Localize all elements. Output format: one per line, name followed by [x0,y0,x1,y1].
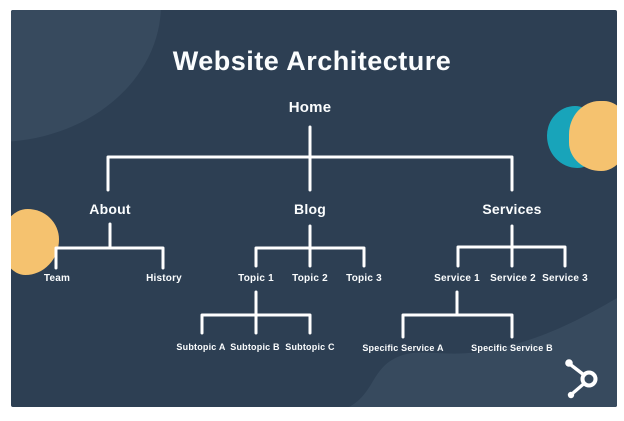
node-about: About [89,201,131,217]
decorative-blob-yellow-right [569,101,617,171]
node-topic-1: Topic 1 [238,273,274,284]
node-specific-service-b: Specific Service B [471,343,553,353]
page-title: Website Architecture [172,46,452,76]
diagram-canvas: Website Architecture Home About Blog Ser… [11,10,617,407]
node-subtopic-a: Subtopic A [176,342,226,352]
node-topic-3: Topic 3 [346,273,382,284]
tree-connector-lines [54,125,567,339]
node-specific-service-a: Specific Service A [362,343,444,353]
node-subtopic-c: Subtopic C [285,342,335,352]
decorative-wave-bottom-right [349,298,617,407]
node-services: Services [482,201,542,217]
node-service-1: Service 1 [434,273,480,284]
node-topic-2: Topic 2 [292,273,328,284]
node-subtopic-b: Subtopic B [230,342,280,352]
node-home: Home [288,99,332,116]
node-blog: Blog [294,201,326,217]
hubspot-sprocket-icon [565,359,598,399]
node-team: Team [43,273,71,284]
node-history: History [146,273,182,284]
node-service-3: Service 3 [542,273,588,284]
node-service-2: Service 2 [490,273,536,284]
